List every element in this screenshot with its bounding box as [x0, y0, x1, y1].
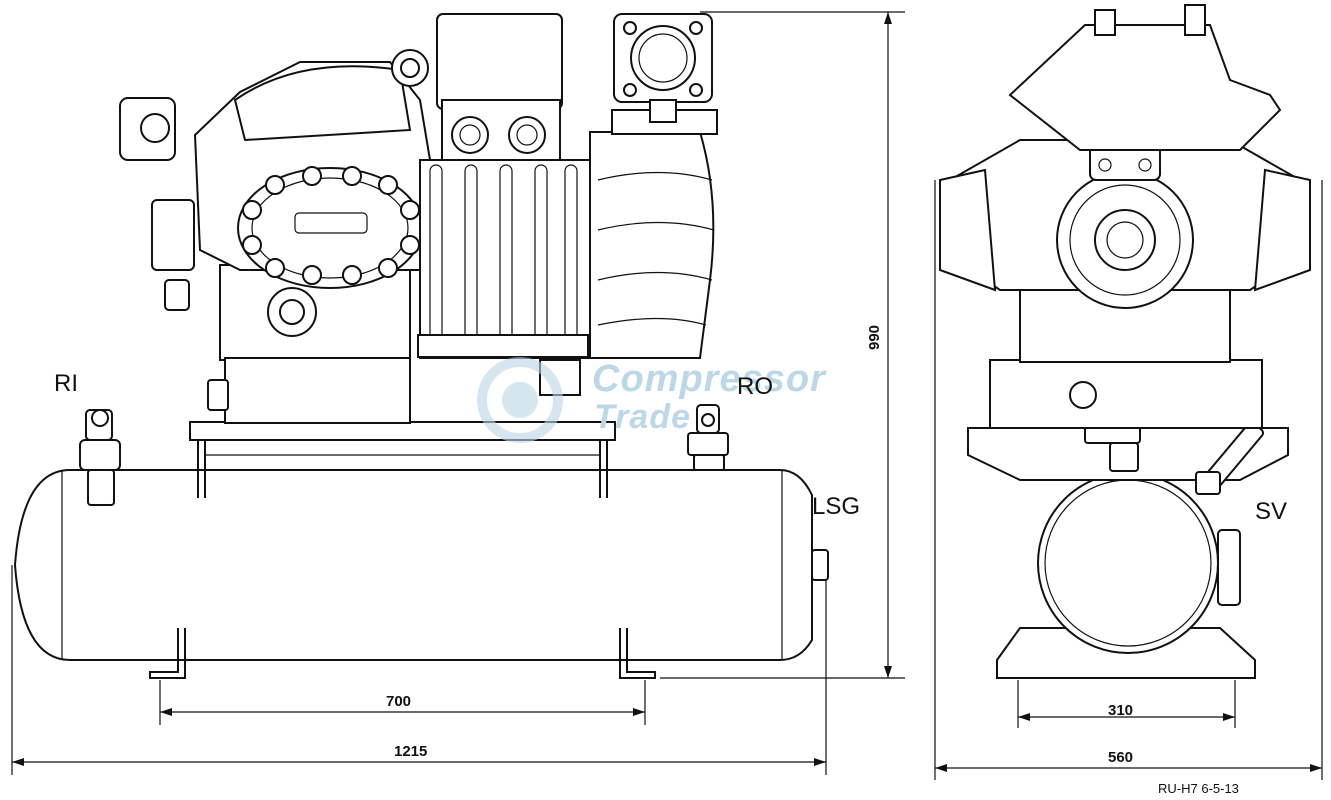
- lsg-sight-glass: [811, 549, 829, 581]
- terminal-box: [436, 13, 563, 163]
- feet-spacing-dimension-side: [159, 680, 646, 725]
- motor-end-cap: [589, 109, 718, 359]
- ri-valve: [79, 409, 121, 506]
- dimension-height-value: 990: [866, 324, 884, 351]
- dimension-feet-side-value: 700: [386, 693, 412, 710]
- front-view: [934, 4, 1323, 780]
- feet-spacing-dimension-front: [1017, 680, 1236, 728]
- suction-flange: [613, 13, 713, 123]
- height-dimension: [660, 11, 905, 679]
- label-sv: SV: [1255, 498, 1288, 525]
- watermark-logo-icon: [477, 357, 563, 443]
- ro-valve: [687, 404, 729, 471]
- dimension-length-value: 1215: [394, 743, 428, 760]
- compressor-body: [119, 49, 432, 424]
- label-ro: RO: [737, 373, 773, 400]
- drawing-reference: RU-H7 6-5-13: [1158, 781, 1239, 796]
- side-view: [11, 11, 905, 775]
- label-ri: RI: [54, 370, 78, 397]
- total-width-dimension: [934, 180, 1323, 780]
- dimension-width-value: 560: [1108, 749, 1134, 766]
- total-length-dimension: [11, 565, 827, 775]
- front-receiver-tank: [1037, 472, 1219, 654]
- receiver-tank: [13, 469, 829, 679]
- watermark-line1: Compressor: [592, 358, 826, 400]
- label-lsg: LSG: [812, 493, 861, 520]
- dimension-feet-front-value: 310: [1108, 702, 1134, 719]
- motor-section: [417, 159, 591, 396]
- watermark-line2: Trade: [594, 398, 691, 436]
